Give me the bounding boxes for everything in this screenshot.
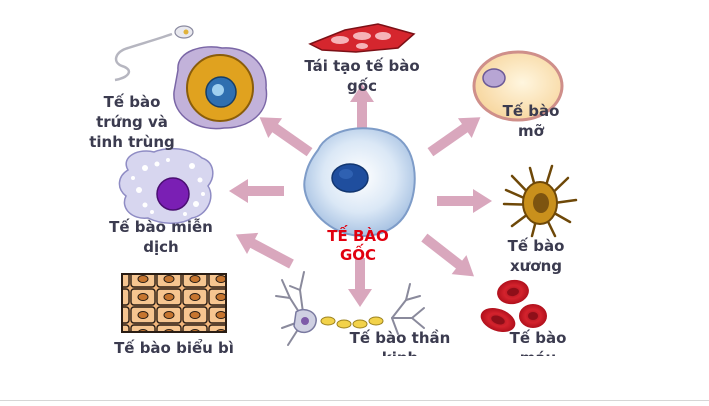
arrow-down-icon — [348, 258, 372, 307]
fat-cell-illustration — [472, 50, 564, 122]
regen-cell-illustration — [308, 23, 416, 53]
label-epi-line1: Tế bào biểu bì — [114, 339, 234, 357]
label-neuron: Tế bào thần kinh — [336, 328, 464, 356]
label-regen-line1: Tái tạo tế bào — [304, 57, 420, 75]
arrow-up-right-icon — [427, 117, 481, 157]
arrow-right-icon — [437, 189, 492, 213]
stem-cell-illustration — [303, 127, 416, 237]
sperm-illustration — [114, 25, 194, 82]
center-label-line1: TẾ BÀO — [327, 227, 389, 245]
label-regen-line2: gốc — [347, 77, 377, 95]
label-egg-line1: Tế bào — [103, 93, 161, 111]
label-neuron-line1: Tế bào thần — [349, 329, 451, 347]
label-egg-line2: trứng và — [96, 113, 168, 131]
bone-cell-illustration — [502, 164, 578, 238]
label-epi: Tế bào biểu bì — [104, 338, 244, 358]
arrows — [229, 84, 492, 307]
label-fat-line1: Tế bào — [502, 102, 560, 120]
label-immune: Tế bào miễn dịch — [104, 217, 218, 257]
label-regen: Tái tạo tế bào gốc — [292, 56, 432, 96]
divider — [0, 400, 709, 401]
center-label-line2: GỐC — [339, 246, 377, 264]
label-bone: Tế bào xương — [488, 236, 584, 276]
label-fat: Tế bào mỡ — [486, 101, 576, 141]
label-bone-line1: Tế bào — [507, 237, 565, 255]
label-immune-line2: dịch — [143, 238, 179, 256]
label-blood: Tế bào máu — [490, 328, 586, 356]
arrow-down-right-icon — [421, 233, 475, 277]
blood-cell-illustration — [480, 279, 547, 333]
neuron-illustration — [275, 271, 425, 346]
arrow-up-left-icon — [259, 117, 313, 157]
arrow-up-icon — [350, 84, 374, 130]
label-neuron-line2: kinh — [336, 348, 464, 356]
label-egg-line3: tinh trùng — [89, 133, 175, 151]
label-blood-line1: Tế bào — [509, 329, 567, 347]
label-immune-line1: Tế bào miễn — [109, 218, 213, 236]
epithelial-cell-illustration — [121, 273, 227, 333]
center-label: TẾ BÀO GỐC — [300, 227, 416, 265]
arrow-down-left-icon — [235, 232, 294, 269]
egg-cell-illustration — [173, 46, 268, 130]
arrow-left-icon — [229, 179, 284, 203]
label-fat-line2: mỡ — [518, 122, 544, 140]
label-egg: Tế bào trứng và tinh trùng — [82, 92, 182, 152]
label-blood-line2: máu — [490, 348, 586, 356]
immune-cell-illustration — [118, 147, 214, 224]
label-bone-line2: xương — [509, 257, 563, 275]
